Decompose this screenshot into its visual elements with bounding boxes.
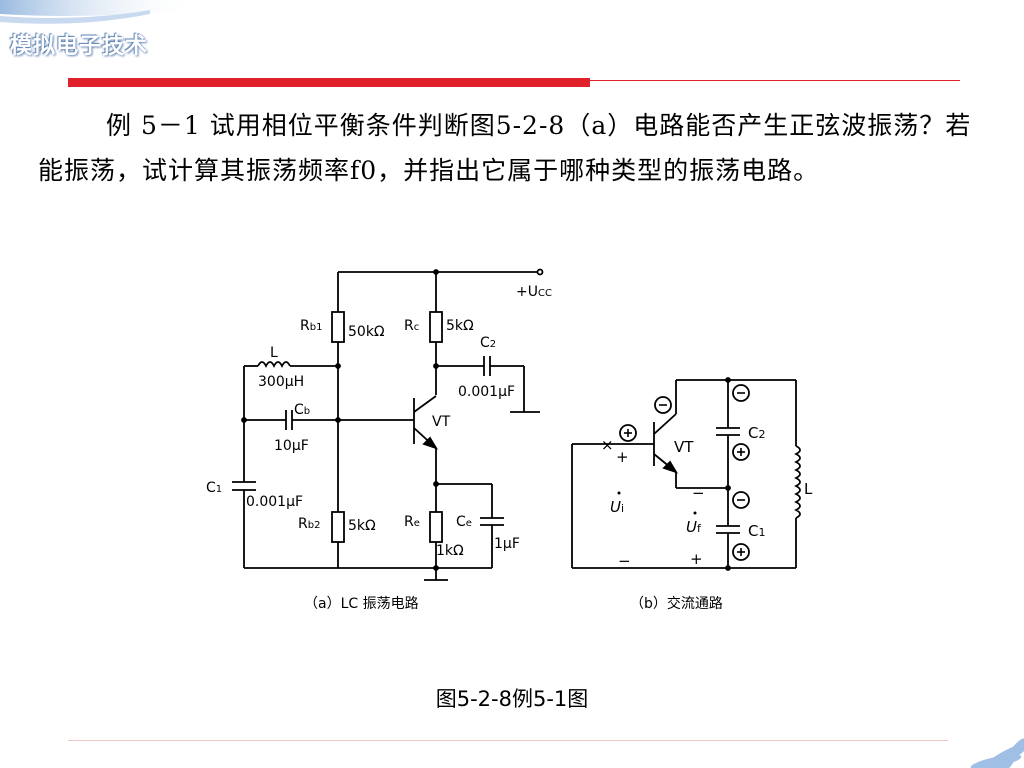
problem-statement: 例 5－1 试用相位平衡条件判断图5-2-8（a）电路能否产生正弦波振荡？若能振… [38,111,972,185]
plus-uf-bottom: + [690,550,703,568]
minus-uf-top: − [692,484,705,502]
rb1-value: 50kΩ [348,324,385,340]
c1-label: C1 [206,480,222,496]
l-label: L [270,345,278,361]
header-decoration [0,0,200,24]
rb1-label: Rb1 [300,318,322,334]
c1-value: 0.001μF [246,494,303,510]
rb2-value: 5kΩ [348,518,376,534]
figure-caption: 图5-2-8例5-1图 [435,687,589,711]
header-title: 模拟电子技术 [10,34,149,59]
rb2-label: Rb2 [298,516,320,532]
c2-value: 0.001μF [458,384,515,400]
minus-input: − [618,552,631,570]
l-label-b: L [804,480,813,498]
re-label: Re [404,514,420,530]
cb-value: 10μF [274,438,309,454]
caption-b: （b）交流通路 [630,595,723,612]
c2-label-b: C2 [748,424,765,442]
c2-label: C2 [480,335,496,351]
cb-label: Cb [294,402,310,418]
caption-a: （a）LC 振荡电路 [304,596,419,612]
rc-value: 5kΩ [446,318,474,334]
rc-label: Rc [404,318,419,334]
title-rule-thick [68,78,590,87]
input-cross: × [601,436,614,454]
ce-label: Ce [456,514,472,530]
plus-input: + [616,448,629,466]
vcc-label: +UCC [516,284,552,300]
vt-label-a: VT [432,414,451,430]
uf-label: Uf [686,518,702,536]
title-rule-thin [590,80,960,81]
c1-label-b: C1 [748,522,765,540]
ui-label: Ui [610,498,624,516]
ce-value: 1μF [494,536,520,552]
vt-label-b: VT [674,438,694,456]
l-value: 300μH [258,374,304,390]
re-value: 1kΩ [436,543,464,559]
footer-rule [68,740,948,741]
footer-decoration [970,738,1024,768]
